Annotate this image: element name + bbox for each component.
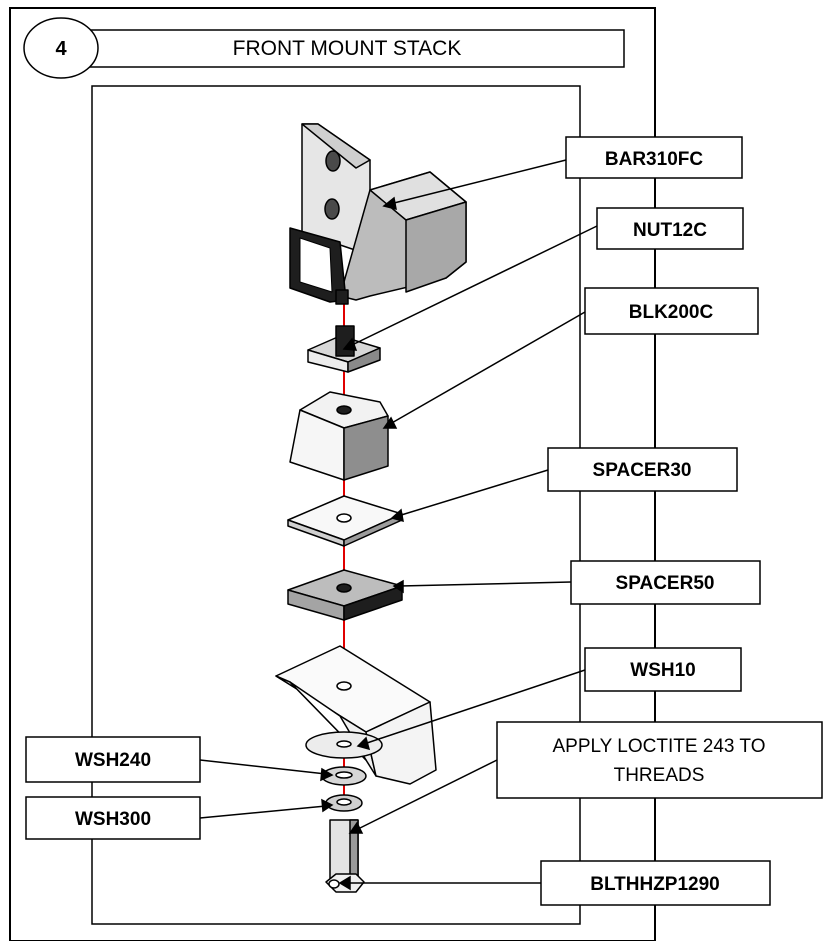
- blthhzp1290-part: [325, 819, 365, 893]
- wsh300-part: [325, 794, 363, 812]
- note-loctite-line2: THREADS: [614, 765, 705, 786]
- note-loctite: APPLY LOCTITE 243 TO THREADS: [496, 721, 823, 799]
- label-wsh240: WSH240: [25, 736, 201, 783]
- wsh10-part: [305, 731, 383, 759]
- label-spacer30-text: SPACER30: [593, 460, 692, 481]
- label-spacer30: SPACER30: [547, 447, 738, 492]
- label-blthhzp1290-text: BLTHHZP1290: [590, 874, 720, 895]
- label-spacer50-text: SPACER50: [616, 573, 715, 594]
- label-nut12c: NUT12C: [596, 207, 744, 250]
- note-loctite-line1: APPLY LOCTITE 243 TO: [553, 736, 766, 757]
- step-header: 4 FRONT MOUNT STACK: [23, 17, 625, 79]
- label-bar310fc-text: BAR310FC: [605, 149, 703, 170]
- label-blk200c-text: BLK200C: [629, 302, 714, 323]
- label-wsh300-text: WSH300: [75, 809, 151, 830]
- label-bar310fc: BAR310FC: [565, 136, 743, 179]
- lower-bracket-part: [275, 645, 437, 785]
- label-wsh10: WSH10: [584, 647, 742, 692]
- leader-lines: [199, 159, 598, 891]
- bar310fc-part: [289, 123, 467, 305]
- label-nut12c-text: NUT12C: [633, 220, 707, 241]
- drawing-frame: [91, 85, 581, 925]
- label-wsh300: WSH300: [25, 796, 201, 840]
- wsh240-part: [321, 766, 367, 786]
- label-wsh10-text: WSH10: [630, 660, 695, 681]
- label-wsh240-text: WSH240: [75, 750, 151, 771]
- step-number: 4: [55, 38, 67, 60]
- label-blthhzp1290: BLTHHZP1290: [540, 860, 771, 906]
- step-number-badge: [23, 17, 99, 79]
- spacer30-part: [287, 495, 403, 547]
- spacer50-part: [287, 569, 403, 621]
- label-spacer50: SPACER50: [570, 560, 761, 605]
- step-title: FRONT MOUNT STACK: [233, 37, 462, 60]
- label-blk200c: BLK200C: [584, 287, 759, 335]
- blk200c-part: [289, 391, 389, 481]
